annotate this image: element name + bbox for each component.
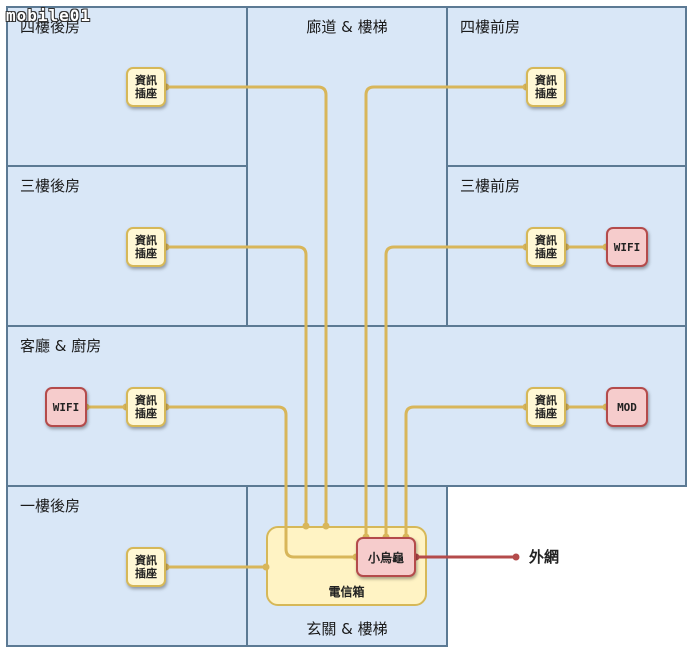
room-label-3f-back: 三樓後房 xyxy=(20,177,81,195)
jack-label-line1: 資訊 xyxy=(135,74,157,87)
wire-dot xyxy=(302,522,310,530)
mod-label: MOD xyxy=(617,400,637,414)
wire-dot xyxy=(322,522,330,530)
jack-label-line2: 插座 xyxy=(135,567,157,580)
wire-3f-front xyxy=(384,245,526,537)
router-label: 小烏龜 xyxy=(367,550,404,565)
internet-label: 外網 xyxy=(529,548,560,566)
external-wire-end-dot xyxy=(512,553,520,561)
mod-box: MOD xyxy=(606,387,648,427)
jack-label-line1: 資訊 xyxy=(535,234,557,247)
router-box: 小烏龜 xyxy=(356,537,416,577)
jack-label-line2: 插座 xyxy=(135,247,157,260)
wifi-label: WIFI xyxy=(52,400,80,414)
room-label-hall-top: 廊道 & 樓梯 xyxy=(306,18,388,36)
data-jack-3f-front: 資訊 插座 xyxy=(526,227,566,267)
wire-living-right xyxy=(404,405,526,537)
jack-label-line2: 插座 xyxy=(135,407,157,420)
jack-label-line1: 資訊 xyxy=(135,234,157,247)
wire-living-left xyxy=(166,405,356,559)
room-label-entrance: 玄關 & 樓梯 xyxy=(306,620,388,638)
wifi-ap-3f-front: WIFI xyxy=(606,227,648,267)
jack-label-line2: 插座 xyxy=(535,407,557,420)
wire-4f-back xyxy=(166,85,328,526)
data-jack-4f-back: 資訊 插座 xyxy=(126,67,166,107)
room-label-living-kitchen: 客廳 & 廚房 xyxy=(20,337,102,355)
jack-label-line1: 資訊 xyxy=(135,554,157,567)
jack-label-line2: 插座 xyxy=(535,247,557,260)
data-jack-4f-front: 資訊 插座 xyxy=(526,67,566,107)
room-label-4f-front: 四樓前房 xyxy=(460,18,521,36)
jack-label-line1: 資訊 xyxy=(535,74,557,87)
wire-3f-back xyxy=(166,245,308,526)
watermark-logo: mobile01 xyxy=(6,6,92,25)
jack-label-line2: 插座 xyxy=(535,87,557,100)
wire-4f-front xyxy=(364,85,526,537)
room-label-4f-back: 四樓後房 xyxy=(20,18,81,36)
room-label-1f-back: 一樓後房 xyxy=(20,497,81,515)
wifi-label: WIFI xyxy=(613,240,641,254)
data-jack-living-left: 資訊 插座 xyxy=(126,387,166,427)
room-label-3f-front: 三樓前房 xyxy=(460,177,521,195)
data-jack-3f-back: 資訊 插座 xyxy=(126,227,166,267)
data-jack-1f-back: 資訊 插座 xyxy=(126,547,166,587)
data-jack-living-right: 資訊 插座 xyxy=(526,387,566,427)
jack-label-line1: 資訊 xyxy=(135,394,157,407)
jack-label-line2: 插座 xyxy=(135,87,157,100)
telecom-cabinet-label: 電信箱 xyxy=(328,585,365,599)
jack-label-line1: 資訊 xyxy=(535,394,557,407)
wifi-ap-living: WIFI xyxy=(45,387,87,427)
wire-dot xyxy=(262,563,270,571)
